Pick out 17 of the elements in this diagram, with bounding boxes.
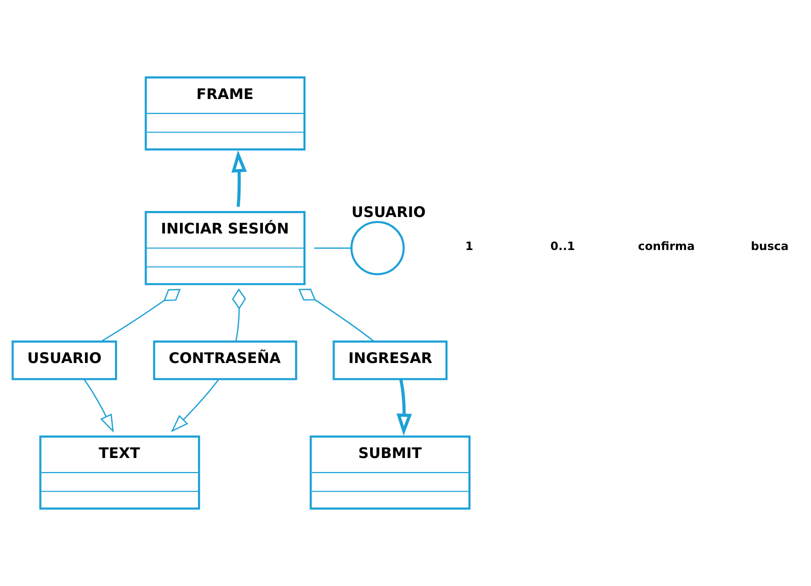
- node-circle: [350, 220, 405, 276]
- label: confirma: [638, 238, 695, 253]
- arrow: [170, 379, 219, 432]
- node-box: INGRESAR: [332, 340, 448, 380]
- label: 1: [465, 238, 474, 253]
- arrow: [231, 150, 247, 207]
- label: busca: [750, 238, 789, 253]
- label: 0..1: [550, 238, 576, 253]
- connector: [298, 288, 374, 342]
- connector: [232, 288, 246, 342]
- connector: [100, 288, 181, 342]
- arrow: [84, 379, 114, 433]
- node-label: USUARIO: [351, 204, 426, 221]
- node-box: USUARIO: [12, 340, 118, 380]
- node-box: CONTRASEÑA: [153, 340, 298, 380]
- connector: [314, 247, 352, 249]
- arrow: [396, 379, 412, 436]
